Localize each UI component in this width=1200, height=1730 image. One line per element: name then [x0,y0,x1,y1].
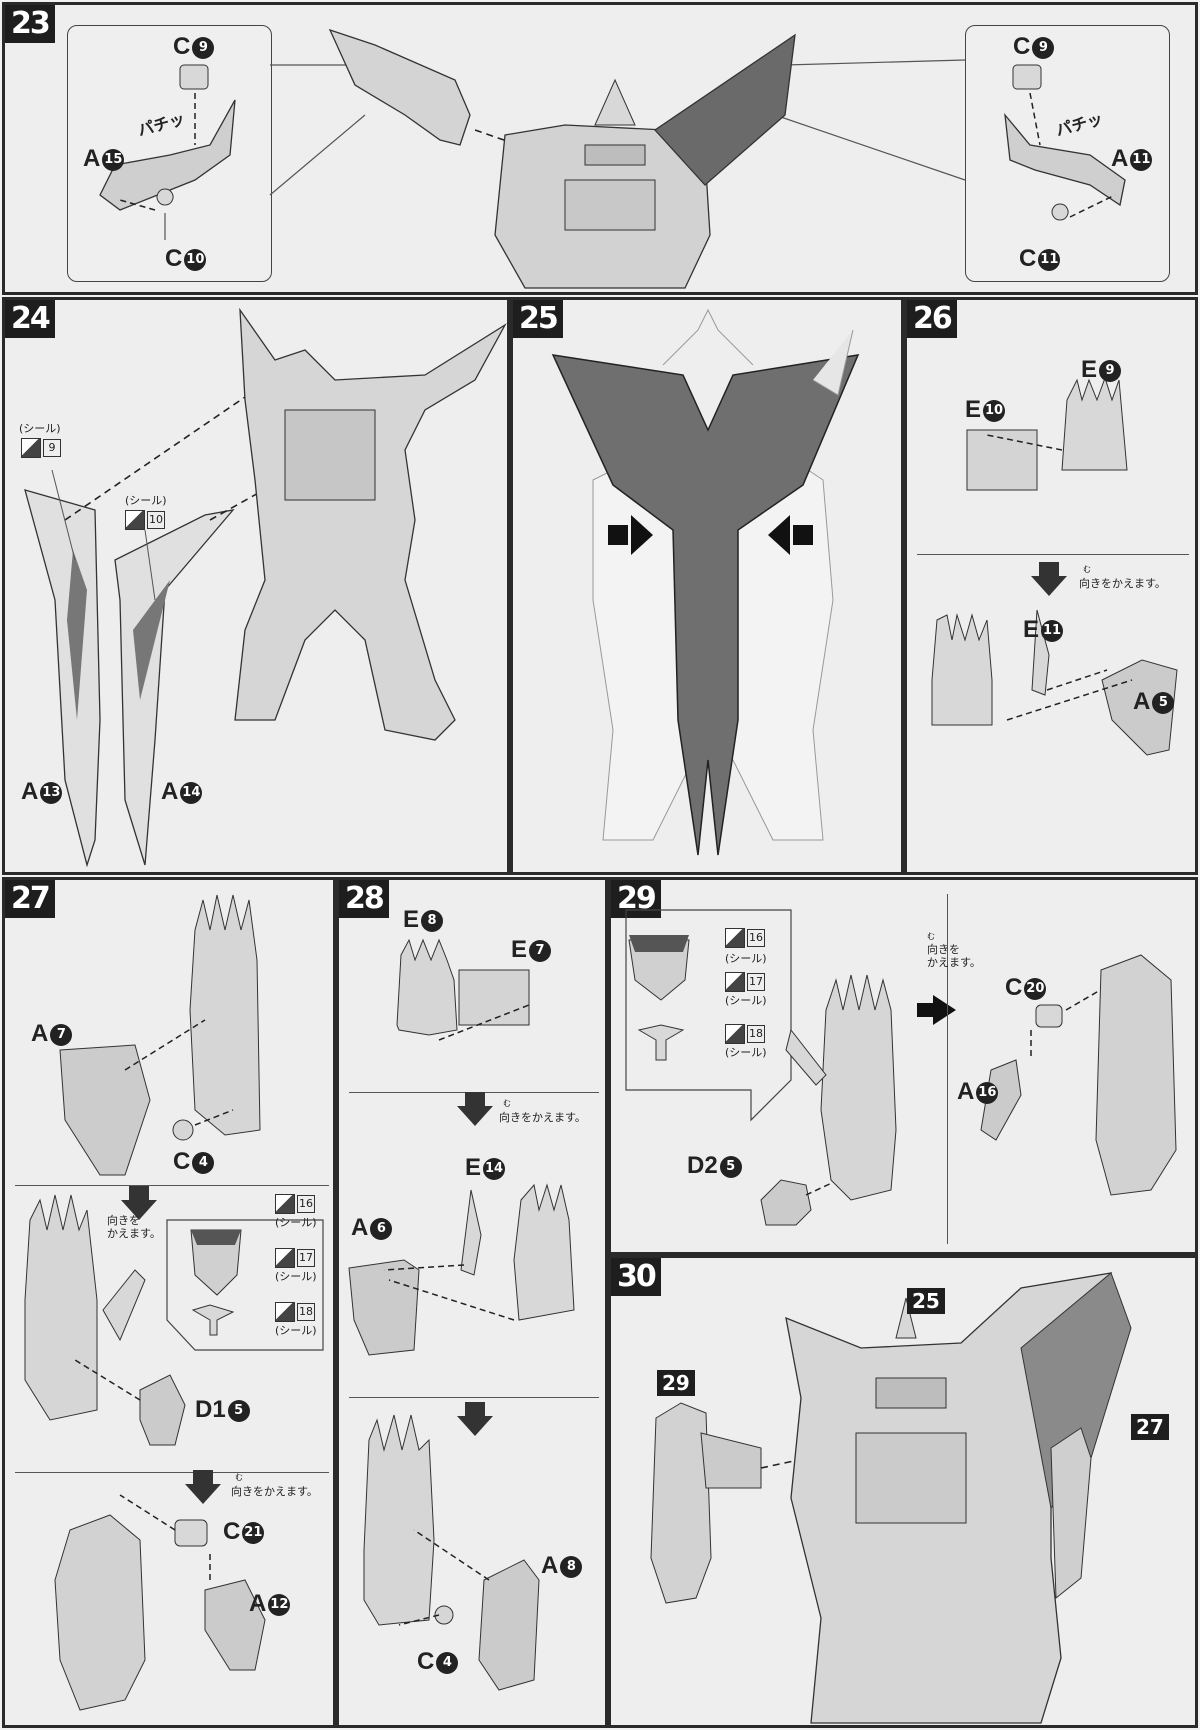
step-25-panel: 25 [510,297,904,875]
separator-vertical [947,894,948,1244]
turn-over-note: む向きをかえます。 [1079,565,1166,590]
step-28-drawing [348,938,575,1691]
step-23-drawing [99,28,1126,289]
turn-arrow [121,1186,157,1220]
turn-over-note: 向きをかえます。 [107,1214,161,1240]
turn-arrow [457,1092,493,1126]
seal-17: 17(シール) [275,1248,317,1284]
turn-arrow [1031,562,1067,596]
step-30-drawing [650,1272,1132,1724]
step-number: 27 [5,880,55,918]
step-number: 25 [513,300,563,338]
step-25-drawing [551,308,860,856]
step-number: 23 [5,5,55,43]
step-number: 26 [907,300,957,338]
turn-arrow [185,1470,221,1504]
step-24-drawing [24,307,507,868]
step-reference-27: 27 [1131,1414,1169,1440]
step-number: 24 [5,300,55,338]
step-30-panel: 30 25 29 27 [608,1255,1198,1728]
seal-word-9: (シール) [19,422,61,435]
turn-arrow [457,1402,493,1436]
separator [349,1397,599,1398]
step-27-drawing [24,894,324,1711]
seal-9: 9 [21,438,61,458]
left-detail-inset [67,25,272,282]
step-26-drawing [931,376,1178,756]
seal-word-10: (シール) [125,494,167,507]
step-29-drawing [625,909,1177,1226]
step-reference-25: 25 [907,1288,945,1314]
step-number: 28 [339,880,389,918]
turn-over-note: む向きをかえます。 [231,1473,318,1498]
seal-word-16: (シール) [725,952,767,965]
seal-10: 10 [125,510,165,530]
seal-16-b: 16 [725,928,765,948]
turn-over-note: む向きをかえます。 [499,1099,586,1124]
separator [15,1185,329,1186]
turn-over-note: む向きをかえます。 [927,932,981,969]
separator [917,554,1189,555]
seal-16: 16(シール) [275,1194,317,1230]
seal-17-b: 17(シール) [725,972,767,1008]
seal-18-b: 18(シール) [725,1024,767,1060]
step-reference-29: 29 [657,1370,695,1396]
separator [15,1472,329,1473]
step-number: 30 [611,1258,661,1296]
seal-18: 18(シール) [275,1302,317,1338]
step-23-panel: 23 [2,2,1198,295]
